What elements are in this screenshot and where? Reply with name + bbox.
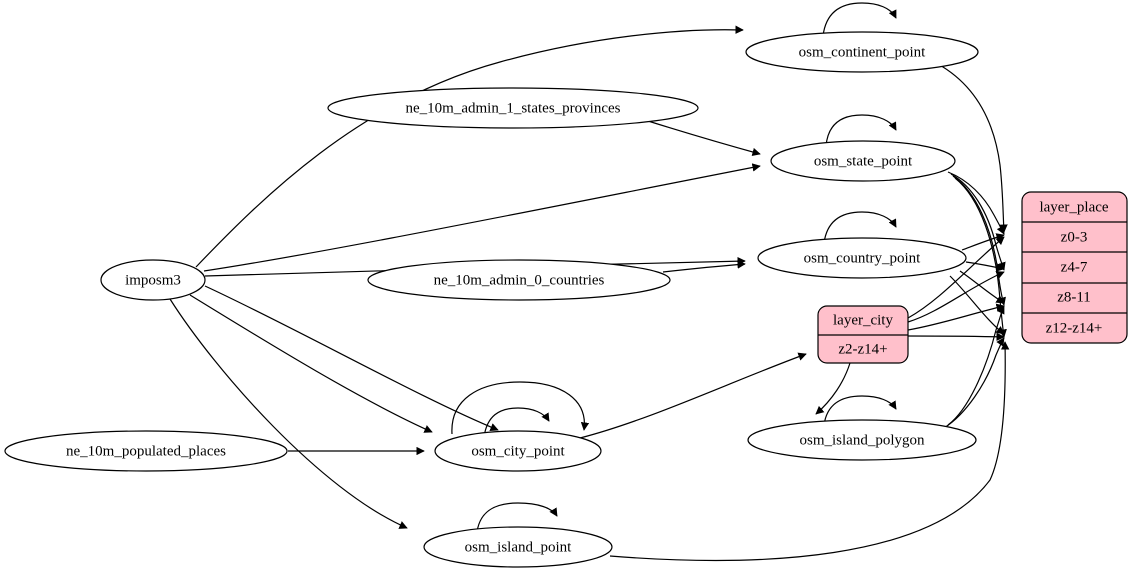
record-layer-city[interactable]: layer_city z2-z14+ [817,305,909,364]
layer-place-row-z12-z14[interactable]: z12-z14+ [1046,320,1103,336]
layer-place-row-z8-11[interactable]: z8-11 [1057,289,1091,305]
osm-state-point-label: osm_state_point [814,153,913,169]
edge-selfloop-osm_state_point [825,114,897,147]
edge-osm_island_polygon-to-layer_place-z8 [947,305,1005,426]
edge-selfloop-osm_country_point [823,211,897,244]
layer-place-box[interactable] [1021,191,1128,344]
edge-osm_state_point-to-layer_place-z0 [947,171,1005,235]
edge-selfloop-osm_island_polygon [823,395,897,426]
imposm3-ellipse[interactable] [100,259,206,301]
ne-countries-ellipse[interactable] [367,259,671,301]
record-layer-place[interactable]: layer_place z0-3 z4-7 z8-11 z12-z14+ [1021,191,1128,344]
osm-state-point-ellipse[interactable] [770,140,956,182]
osm-city-point-label: osm_city_point [471,443,565,459]
node-ne-10m-populated-places[interactable]: ne_10m_populated_places [4,430,288,472]
node-ne-10m-admin-1-states-provinces[interactable]: ne_10m_admin_1_states_provinces [327,87,699,129]
osm-island-polygon-ellipse[interactable] [747,419,977,461]
edge-selfloop-osm_island_point [476,502,558,533]
osm-country-point-label: osm_country_point [804,250,921,266]
edge-ne_states-to-osm_state_point [647,120,761,157]
ne-states-label: ne_10m_admin_1_states_provinces [406,100,621,116]
imposm3-label: imposm3 [125,272,181,288]
edge-layer_city-to-layer_place-z8 [907,303,1005,331]
edge-osm_country_point-to-layer_place-z4 [965,261,1005,272]
edge-layer_city-to-osm_island_polygon [815,362,851,415]
node-osm-island-polygon[interactable]: osm_island_polygon [747,419,977,461]
layer-place-row-z0-3[interactable]: z0-3 [1061,229,1088,245]
osm-island-point-ellipse[interactable] [423,526,613,568]
osm-city-point-ellipse[interactable] [434,430,602,472]
ne-states-ellipse[interactable] [327,87,699,129]
edge-imposm3-to-osm_city_point [189,294,433,433]
osm-country-point-ellipse[interactable] [757,237,967,279]
node-osm-state-point[interactable]: osm_state_point [770,140,956,182]
edge-outer-loop-osm_city_point [451,381,590,435]
edge-layer_city-to-layer_place-z0 [907,236,1005,319]
layer-place-title: layer_place [1039,199,1108,215]
osm-island-polygon-label: osm_island_polygon [799,432,925,448]
node-osm-country-point[interactable]: osm_country_point [757,237,967,279]
layer-place-row-z4-7[interactable]: z4-7 [1061,259,1088,275]
edge-osm_city_point-to-layer_city [579,352,807,439]
node-osm-city-point[interactable]: osm_city_point [434,430,602,472]
edge-imposm3-to-osm_island_point [169,298,408,529]
edge-ne_countries-to-osm_country_point [662,260,746,273]
ne-populated-label: ne_10m_populated_places [66,443,226,459]
node-osm-island-point[interactable]: osm_island_point [423,526,613,568]
node-osm-continent-point[interactable]: osm_continent_point [745,31,979,73]
edge-selfloop-osm_continent_point [822,2,897,37]
layer-city-row-z2-z14[interactable]: z2-z14+ [838,341,887,357]
edge-imposm3-to-osm_continent_point [195,25,744,268]
edge-osm_continent_point-to-layer_place [937,63,1008,233]
node-ne-10m-admin-0-countries[interactable]: ne_10m_admin_0_countries [367,259,671,301]
edge-layer_city-to-layer_place-z4 [907,271,1005,323]
ne-populated-ellipse[interactable] [4,430,288,472]
osm-island-point-label: osm_island_point [465,539,573,555]
osm-continent-point-ellipse[interactable] [745,31,979,73]
edge-osm_island_point-to-layer_place [609,341,1010,562]
edge-imposm3-to-osm_state_point [203,163,761,272]
osm-continent-point-label: osm_continent_point [799,44,926,60]
ne-countries-label: ne_10m_admin_0_countries [434,272,605,288]
edge-crossing-to-osm_city_point [204,285,499,432]
edge-osm_country_point-to-layer_place-z0 [961,233,1005,251]
edge-selfloop-osm_city_point [483,407,550,438]
layer-city-title: layer_city [833,312,893,328]
node-imposm3[interactable]: imposm3 [100,259,206,301]
